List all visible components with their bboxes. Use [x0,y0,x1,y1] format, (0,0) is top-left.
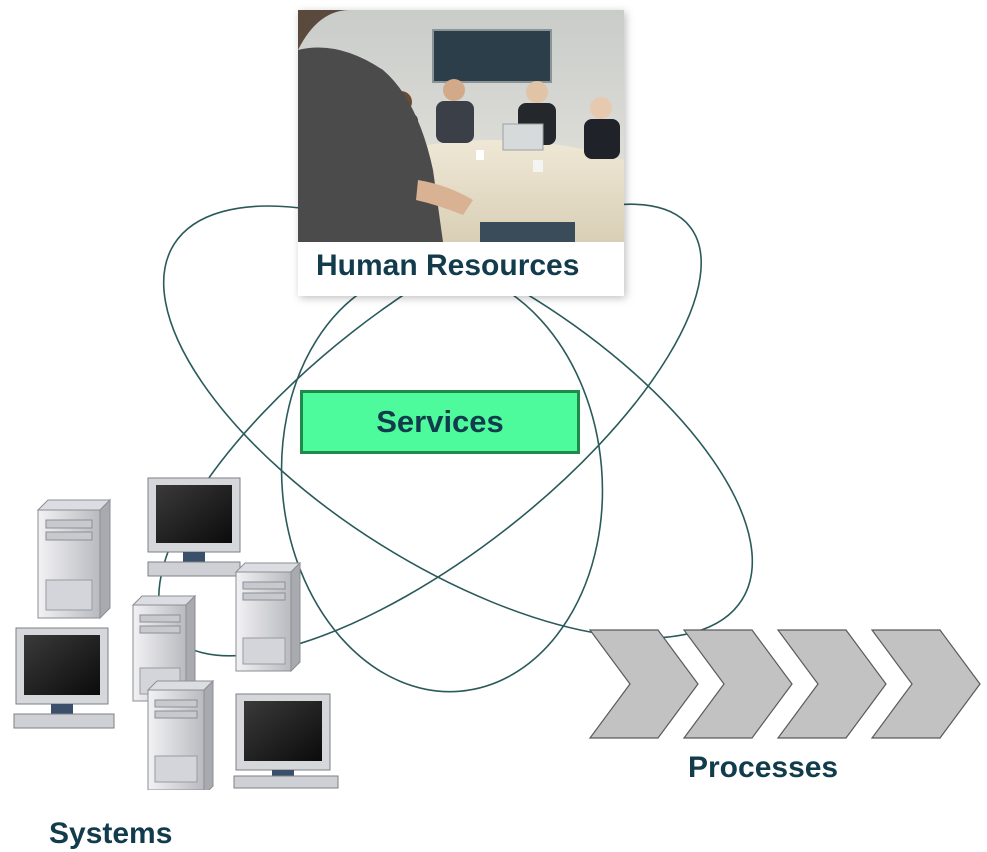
process-chevron-1-icon [588,629,699,739]
services-label: Services [376,404,504,439]
server-tower-icon-1 [36,498,112,620]
processes-label: Processes [688,751,839,784]
human-resources-card [298,10,624,296]
human-resources-label: Human Resources [316,249,580,282]
monitor-icon-3 [233,693,339,789]
systems-label: Systems [49,817,173,850]
server-tower-icon-4 [146,679,215,790]
process-chevrons [588,629,981,739]
monitor-icon-2 [13,627,115,729]
process-chevron-4-icon [870,629,981,739]
monitor-icon-1 [147,477,241,577]
server-tower-icon-3 [234,561,302,673]
orbit-ellipse-1 [162,205,754,639]
meeting-photo [298,10,624,242]
process-chevron-2-icon [682,629,793,739]
services-node: Services [300,390,580,454]
process-chevron-3-icon [776,629,887,739]
systems-cluster [13,477,339,790]
